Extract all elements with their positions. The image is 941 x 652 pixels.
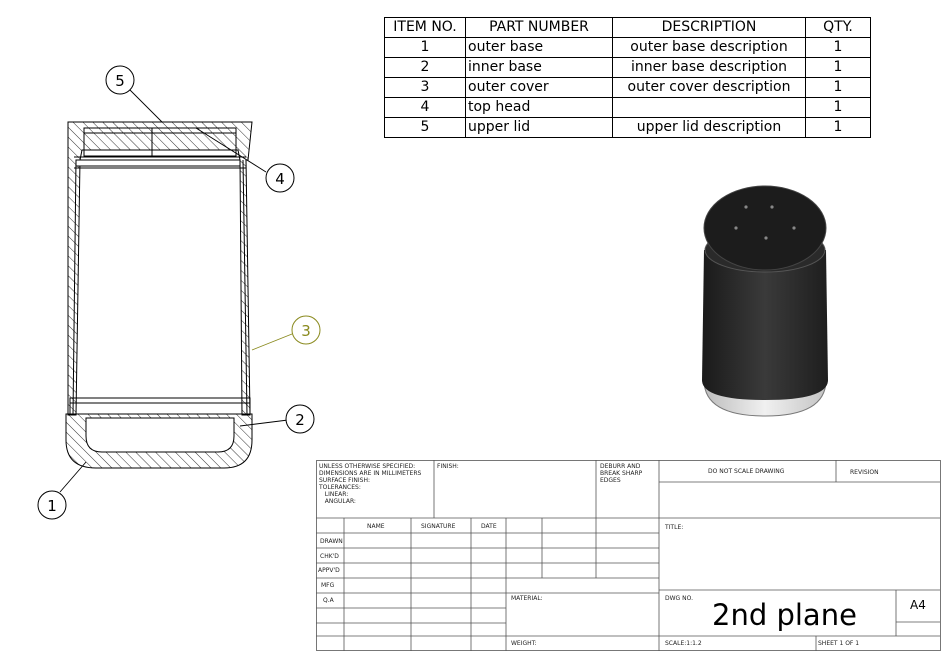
bom-part: top head [465, 97, 613, 118]
deburr-line: EDGES [600, 477, 621, 484]
col-signature-header: SIGNATURE [421, 523, 456, 530]
title-label: TITLE: [665, 524, 684, 531]
note-line: UNLESS OTHERWISE SPECIFIED: [319, 463, 416, 470]
balloon-1[interactable]: 1 [37, 490, 67, 520]
bom-description: outer cover description [612, 77, 806, 98]
row-label-qa: Q.A [323, 597, 334, 604]
shaker-holes [734, 205, 796, 240]
bom-part: upper lid [465, 117, 613, 138]
bom-qty: 1 [805, 117, 871, 138]
bom-header-part: PART NUMBER [465, 17, 613, 38]
do-not-scale-note: DO NOT SCALE DRAWING [708, 468, 785, 475]
inner-base-section [69, 397, 251, 415]
bom-description: upper lid description [612, 117, 806, 138]
svg-text:5: 5 [115, 72, 125, 90]
bom-item: 5 [384, 117, 466, 138]
row-label-approved: APPV'D [318, 567, 340, 574]
note-line: TOLERANCES: [319, 484, 361, 491]
scale-label: SCALE:1:1.2 [665, 640, 702, 647]
bom-row: 5 upper lid upper lid description 1 [384, 117, 871, 138]
row-label-mfg: MFG [321, 582, 335, 589]
note-line: DIMENSIONS ARE IN MILLIMETERS [319, 470, 422, 477]
balloon-5[interactable]: 5 [105, 65, 135, 95]
bom-item: 3 [384, 77, 466, 98]
balloon-2[interactable]: 2 [285, 404, 315, 434]
bom-part: outer base [465, 37, 613, 58]
note-line: LINEAR: [319, 491, 349, 498]
row-label-checked: CHK'D [320, 553, 339, 560]
balloon-4[interactable]: 4 [265, 163, 295, 193]
bom-item: 2 [384, 57, 466, 78]
deburr-note: DEBURR AND BREAK SHARP EDGES [600, 463, 642, 484]
bom-qty: 1 [805, 97, 871, 118]
bom-part: inner base [465, 57, 613, 78]
bom-header-item: ITEM NO. [384, 17, 466, 38]
upper-lid-render [703, 185, 827, 271]
bom-part: outer cover [465, 77, 613, 98]
isometric-render[interactable] [690, 180, 840, 430]
outer-base-section [65, 413, 253, 469]
bom-row: 2 inner base inner base description 1 [384, 57, 871, 78]
row-label-drawn: DRAWN [320, 538, 343, 545]
svg-text:2: 2 [295, 411, 305, 429]
title-block-frame [316, 460, 941, 651]
bom-row: 4 top head 1 [384, 97, 871, 118]
bom-description: inner base description [612, 57, 806, 78]
sheet-size: A4 [910, 598, 926, 612]
bill-of-materials-table: ITEM NO. PART NUMBER DESCRIPTION QTY. 1 … [384, 17, 871, 138]
bom-item: 4 [384, 97, 466, 118]
bom-header-description: DESCRIPTION [612, 17, 806, 38]
bom-row: 1 outer base outer base description 1 [384, 37, 871, 58]
svg-text:1: 1 [47, 497, 57, 515]
dwg-no-label: DWG NO. [665, 595, 693, 602]
leader-line-3 [251, 333, 293, 351]
col-name-header: NAME [367, 523, 385, 530]
deburr-line: DEBURR AND [600, 463, 641, 470]
material-label: MATERIAL: [511, 595, 543, 602]
bom-description: outer base description [612, 37, 806, 58]
bom-qty: 1 [805, 77, 871, 98]
sheet-count: SHEET 1 OF 1 [818, 640, 860, 647]
note-line: ANGULAR: [319, 498, 356, 505]
bom-header-row: ITEM NO. PART NUMBER DESCRIPTION QTY. [384, 17, 871, 38]
outer-cover-section [67, 121, 253, 416]
svg-text:4: 4 [275, 170, 285, 188]
deburr-line: BREAK SHARP [600, 470, 643, 477]
drawing-number: 2nd plane [712, 598, 857, 632]
top-head-section [74, 127, 246, 169]
finish-label: FINISH: [437, 463, 459, 470]
col-date-header: DATE [481, 523, 497, 530]
outer-cover-render [702, 250, 828, 400]
bom-qty: 1 [805, 37, 871, 58]
svg-text:3: 3 [301, 322, 311, 340]
bom-description [612, 97, 806, 118]
revision-label: REVISION [850, 469, 879, 476]
leader-lines [59, 89, 289, 493]
bom-header-qty: QTY. [805, 17, 871, 38]
bom-qty: 1 [805, 57, 871, 78]
note-line: SURFACE FINISH: [319, 477, 370, 484]
balloon-3[interactable]: 3 [291, 315, 321, 345]
weight-label: WEIGHT: [511, 640, 537, 647]
bom-row: 3 outer cover outer cover description 1 [384, 77, 871, 98]
general-notes: UNLESS OTHERWISE SPECIFIED: DIMENSIONS A… [319, 463, 437, 505]
bom-item: 1 [384, 37, 466, 58]
section-view[interactable]: 5 4 3 2 1 [0, 0, 330, 540]
